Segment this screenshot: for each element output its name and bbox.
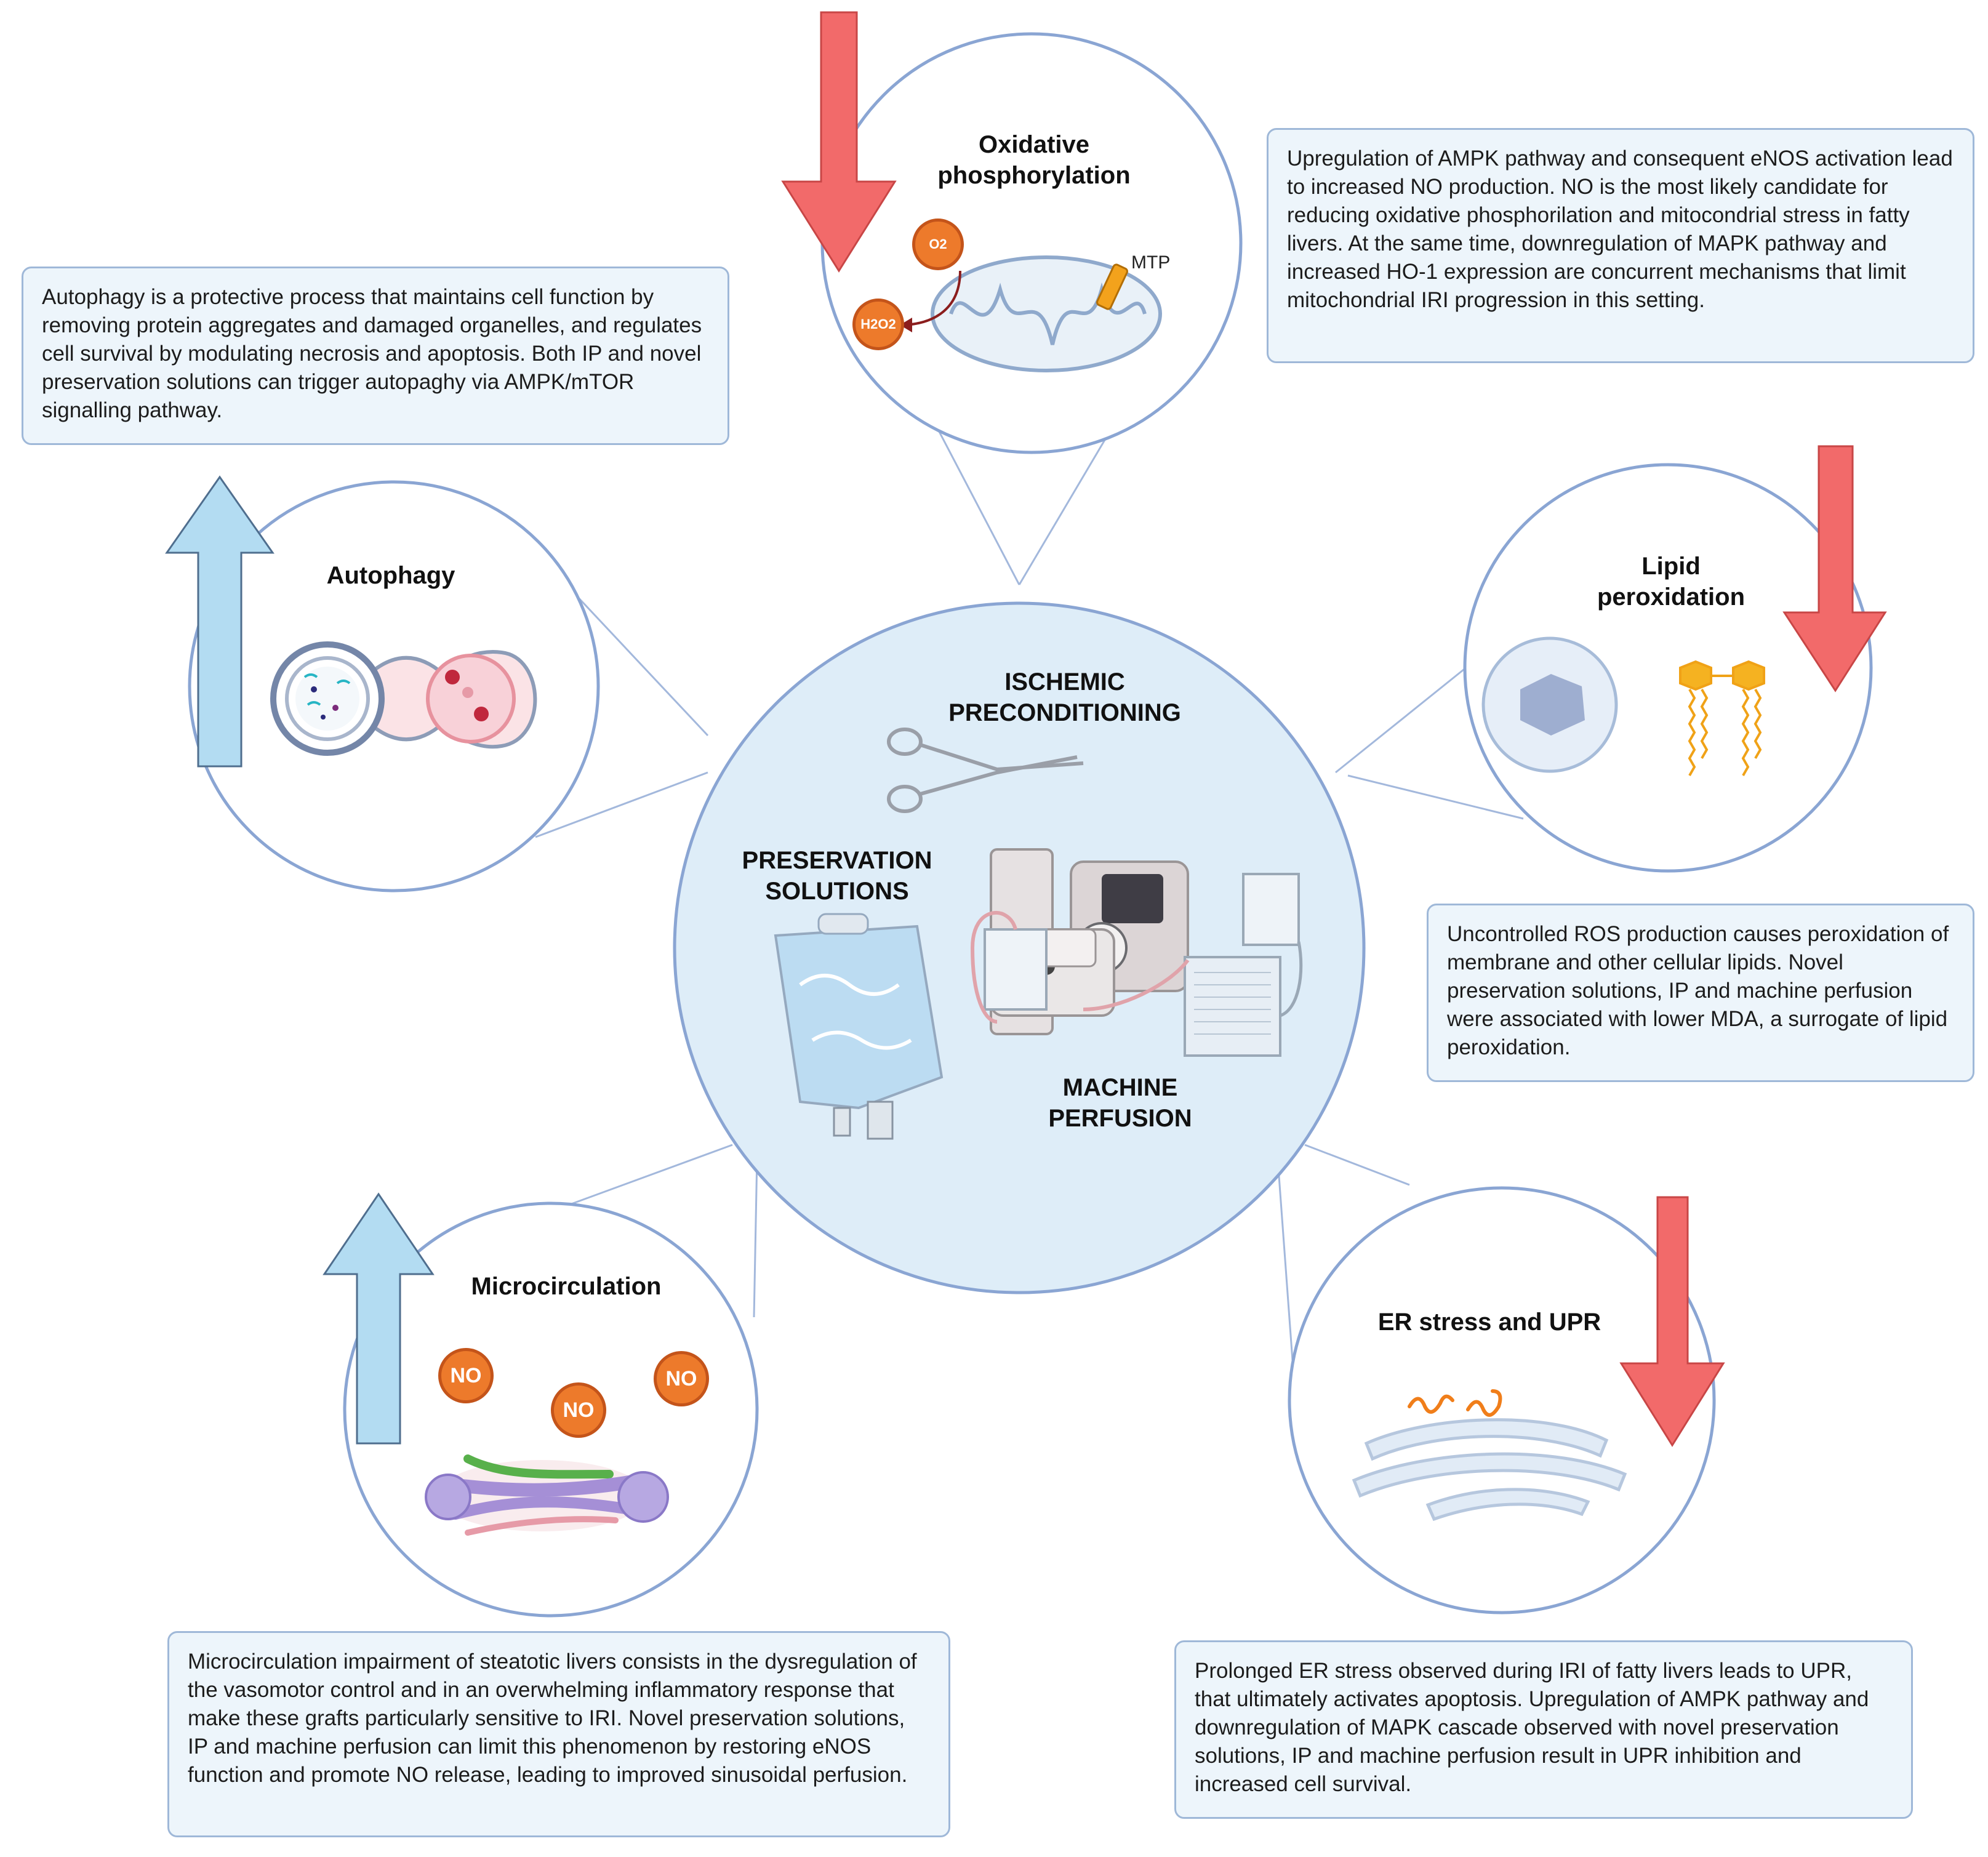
er-down-arrow bbox=[1619, 1196, 1725, 1447]
oxidative-down-arrow bbox=[781, 11, 897, 273]
oxidative-circle bbox=[820, 32, 1243, 454]
er-stress-description: Prolonged ER stress observed during IRI … bbox=[1195, 1659, 1869, 1796]
lipid-down-arrow bbox=[1782, 445, 1887, 692]
sinusoid-vessels-icon bbox=[425, 1454, 669, 1536]
perfusion-machine-icon bbox=[970, 848, 1303, 1057]
ischemic-preconditioning-label: ISCHEMIC PRECONDITIONING bbox=[948, 668, 1181, 726]
no-badge-2: NO bbox=[551, 1382, 606, 1438]
preservation-solutions-label: PRESERVATION SOLUTIONS bbox=[742, 847, 932, 905]
no-badge-3: NO bbox=[654, 1351, 709, 1406]
mitochondrion-icon bbox=[931, 255, 1162, 372]
microcirculation-description: Microcirculation impairment of steatotic… bbox=[188, 1650, 917, 1787]
lipid-cell-icon bbox=[1481, 636, 1618, 773]
oxidative-description: Upregulation of AMPK pathway and consequ… bbox=[1287, 146, 1953, 312]
misfolded-protein-icon bbox=[1408, 1389, 1502, 1417]
iv-bag-icon bbox=[774, 913, 944, 1140]
autophagy-description: Autophagy is a protective process that m… bbox=[42, 285, 702, 422]
lipid-description: Uncontrolled ROS production causes perox… bbox=[1447, 922, 1949, 1059]
o2-arrowhead bbox=[900, 318, 912, 332]
autophagy-up-arrow bbox=[165, 475, 275, 768]
mtp-label: MTP bbox=[1131, 252, 1171, 273]
oxidative-title: Oxidative phosphorylation bbox=[937, 131, 1131, 189]
phospholipid-icon bbox=[1679, 660, 1765, 776]
o2-to-h2o2-arrow bbox=[904, 270, 961, 326]
autophagy-description-box: Autophagy is a protective process that m… bbox=[22, 267, 729, 445]
er-membrane-icon bbox=[1352, 1418, 1627, 1522]
mtp-channel-icon bbox=[1096, 263, 1128, 310]
er-stress-title: ER stress and UPR bbox=[1377, 1309, 1601, 1336]
oxidative-description-box: Upregulation of AMPK pathway and consequ… bbox=[1267, 128, 1974, 363]
microcirculation-description-box: Microcirculation impairment of steatotic… bbox=[167, 1631, 950, 1837]
microcirculation-up-arrow bbox=[323, 1192, 435, 1445]
autophagosome-icon bbox=[270, 641, 537, 756]
machine-perfusion-label: MACHINE PERFUSION bbox=[1048, 1074, 1192, 1132]
er-stress-description-box: Prolonged ER stress observed during IRI … bbox=[1174, 1640, 1913, 1819]
no-badge-1: NO bbox=[438, 1348, 494, 1403]
forceps-icon bbox=[887, 728, 1084, 813]
microcirculation-title: Microcirculation bbox=[471, 1273, 662, 1300]
autophagy-title: Autophagy bbox=[326, 562, 455, 589]
h2o2-molecule: H2O2 bbox=[852, 299, 904, 350]
o2-molecule: O2 bbox=[912, 219, 964, 270]
lipid-description-box: Uncontrolled ROS production causes perox… bbox=[1427, 904, 1974, 1082]
lipid-title: Lipid peroxidation bbox=[1597, 553, 1746, 611]
